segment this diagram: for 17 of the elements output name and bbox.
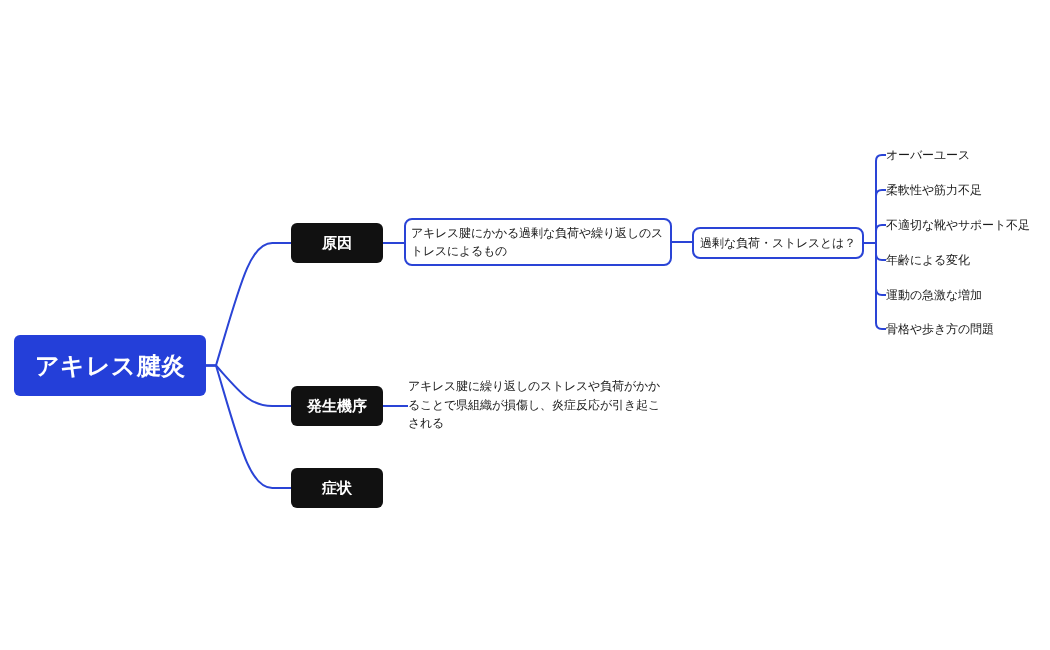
- main-topic: 症状: [291, 468, 383, 508]
- branch-line: [382, 242, 405, 244]
- leaf-text: 柔軟性や筋力不足: [886, 181, 982, 199]
- leaf-text: 骨格や歩き方の問題: [886, 320, 994, 338]
- branch-line: [671, 241, 693, 243]
- leaf-text: 不適切な靴やサポート不足: [886, 216, 1030, 234]
- main-topic: 原因: [291, 223, 383, 263]
- subtopic: 過剰な負荷・ストレスとは？: [692, 227, 864, 259]
- central-topic: アキレス腱炎: [14, 335, 206, 396]
- subtopic: アキレス腱にかかる過剰な負荷や繰り返しのストレスによるもの: [404, 218, 672, 266]
- leaf-text: 年齢による変化: [886, 251, 970, 269]
- main-topic: 発生機序: [291, 386, 383, 426]
- branch-line: [382, 405, 409, 407]
- leaf-text: オーバーユース: [886, 146, 970, 164]
- leaf-text: 運動の急激な増加: [886, 286, 982, 304]
- note-text: アキレス腱に繰り返しのストレスや負荷がかかることで県組織が損傷し、炎症反応が引き起こされる: [408, 377, 664, 433]
- branch-line: [205, 364, 292, 489]
